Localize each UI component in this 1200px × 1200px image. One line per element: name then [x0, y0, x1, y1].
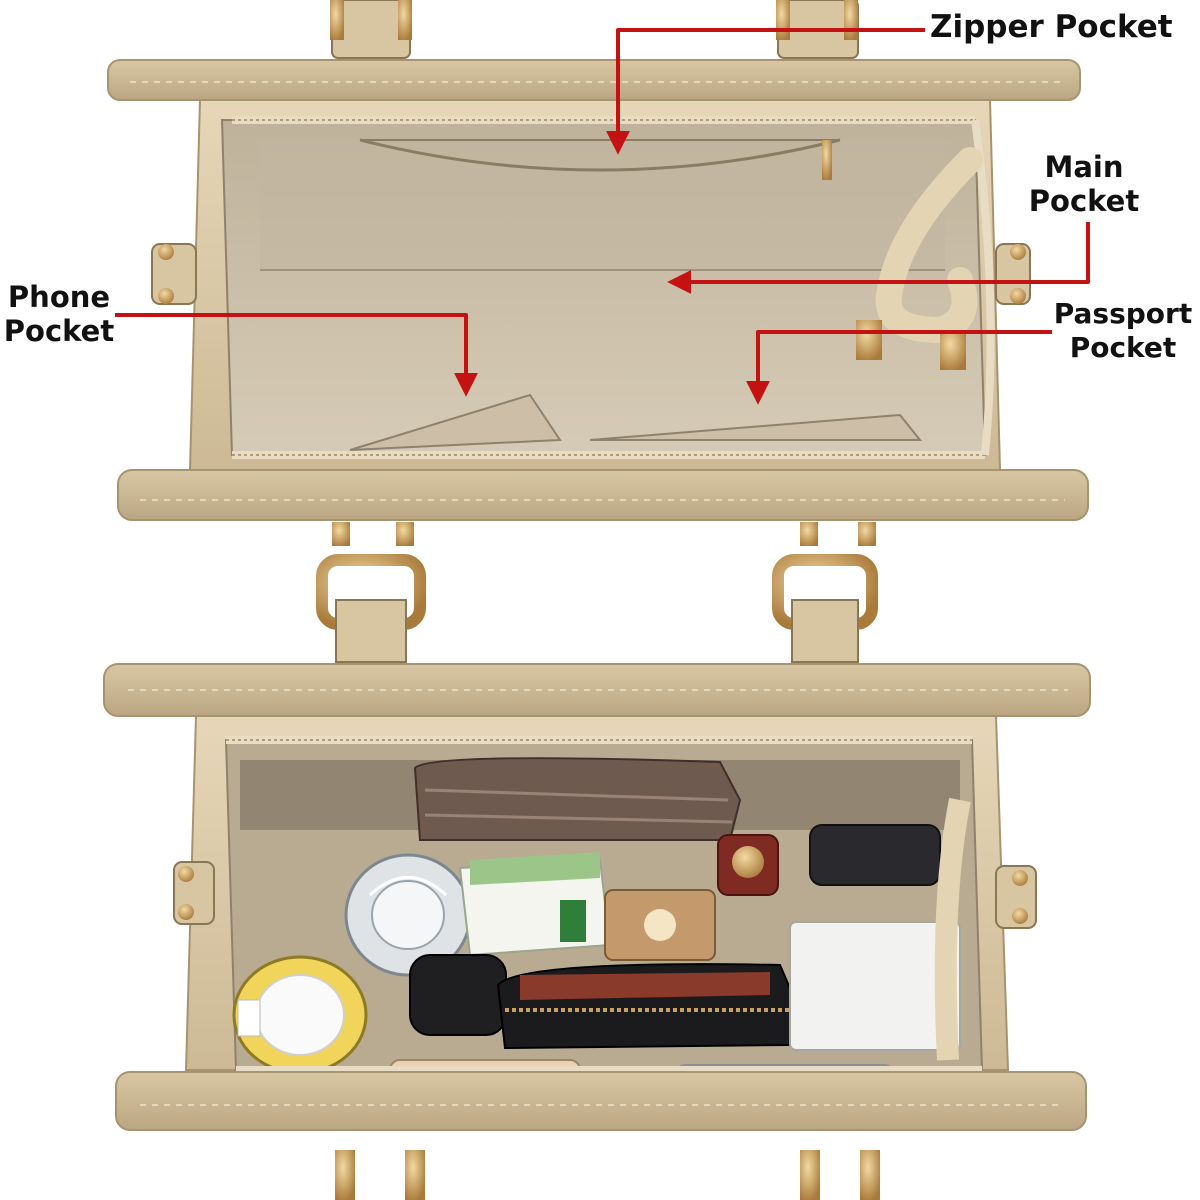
- top-bag-shoulder-strap: [875, 147, 983, 344]
- top-bag-bottom-rim: [117, 469, 1089, 521]
- bottom-bag-coin-purse: [496, 963, 797, 1050]
- main-pocket-arrow: [667, 222, 1090, 294]
- bottom-bag-shoulder-strap: [934, 797, 971, 1061]
- bottom-bag-group: [103, 522, 1091, 1200]
- bottom-bag-bottom-rim: [115, 1071, 1087, 1131]
- zipper-pocket-arrow: [606, 28, 925, 155]
- bottom-bag-tissue-pack: [458, 852, 612, 957]
- top-bag-zipper-pocket: [359, 138, 841, 172]
- annotation-arrows: [115, 28, 1090, 405]
- bottom-bag-jar: [232, 955, 368, 1075]
- top-bag-top-rim: [107, 59, 1081, 101]
- phone-pocket-label: Phone Pocket: [3, 280, 115, 348]
- bottom-bag-white-box: [789, 921, 961, 1051]
- bottom-bag-small-bottles: [604, 824, 941, 961]
- passport-pocket-label: Passport Pocket: [1053, 297, 1193, 364]
- bottom-bag-cylinder: [409, 954, 507, 1036]
- phone-pocket-arrow: [115, 313, 478, 397]
- top-bag-group: [107, 0, 1089, 521]
- bottom-bag-perfume-bottle: [344, 853, 472, 977]
- main-pocket-label: Main Pocket: [1028, 150, 1140, 218]
- top-bag-passport-pocket: [589, 413, 923, 441]
- zipper-pocket-label: Zipper Pocket: [930, 9, 1173, 45]
- top-bag-phone-pocket: [349, 393, 562, 451]
- passport-pocket-arrow: [746, 330, 1052, 405]
